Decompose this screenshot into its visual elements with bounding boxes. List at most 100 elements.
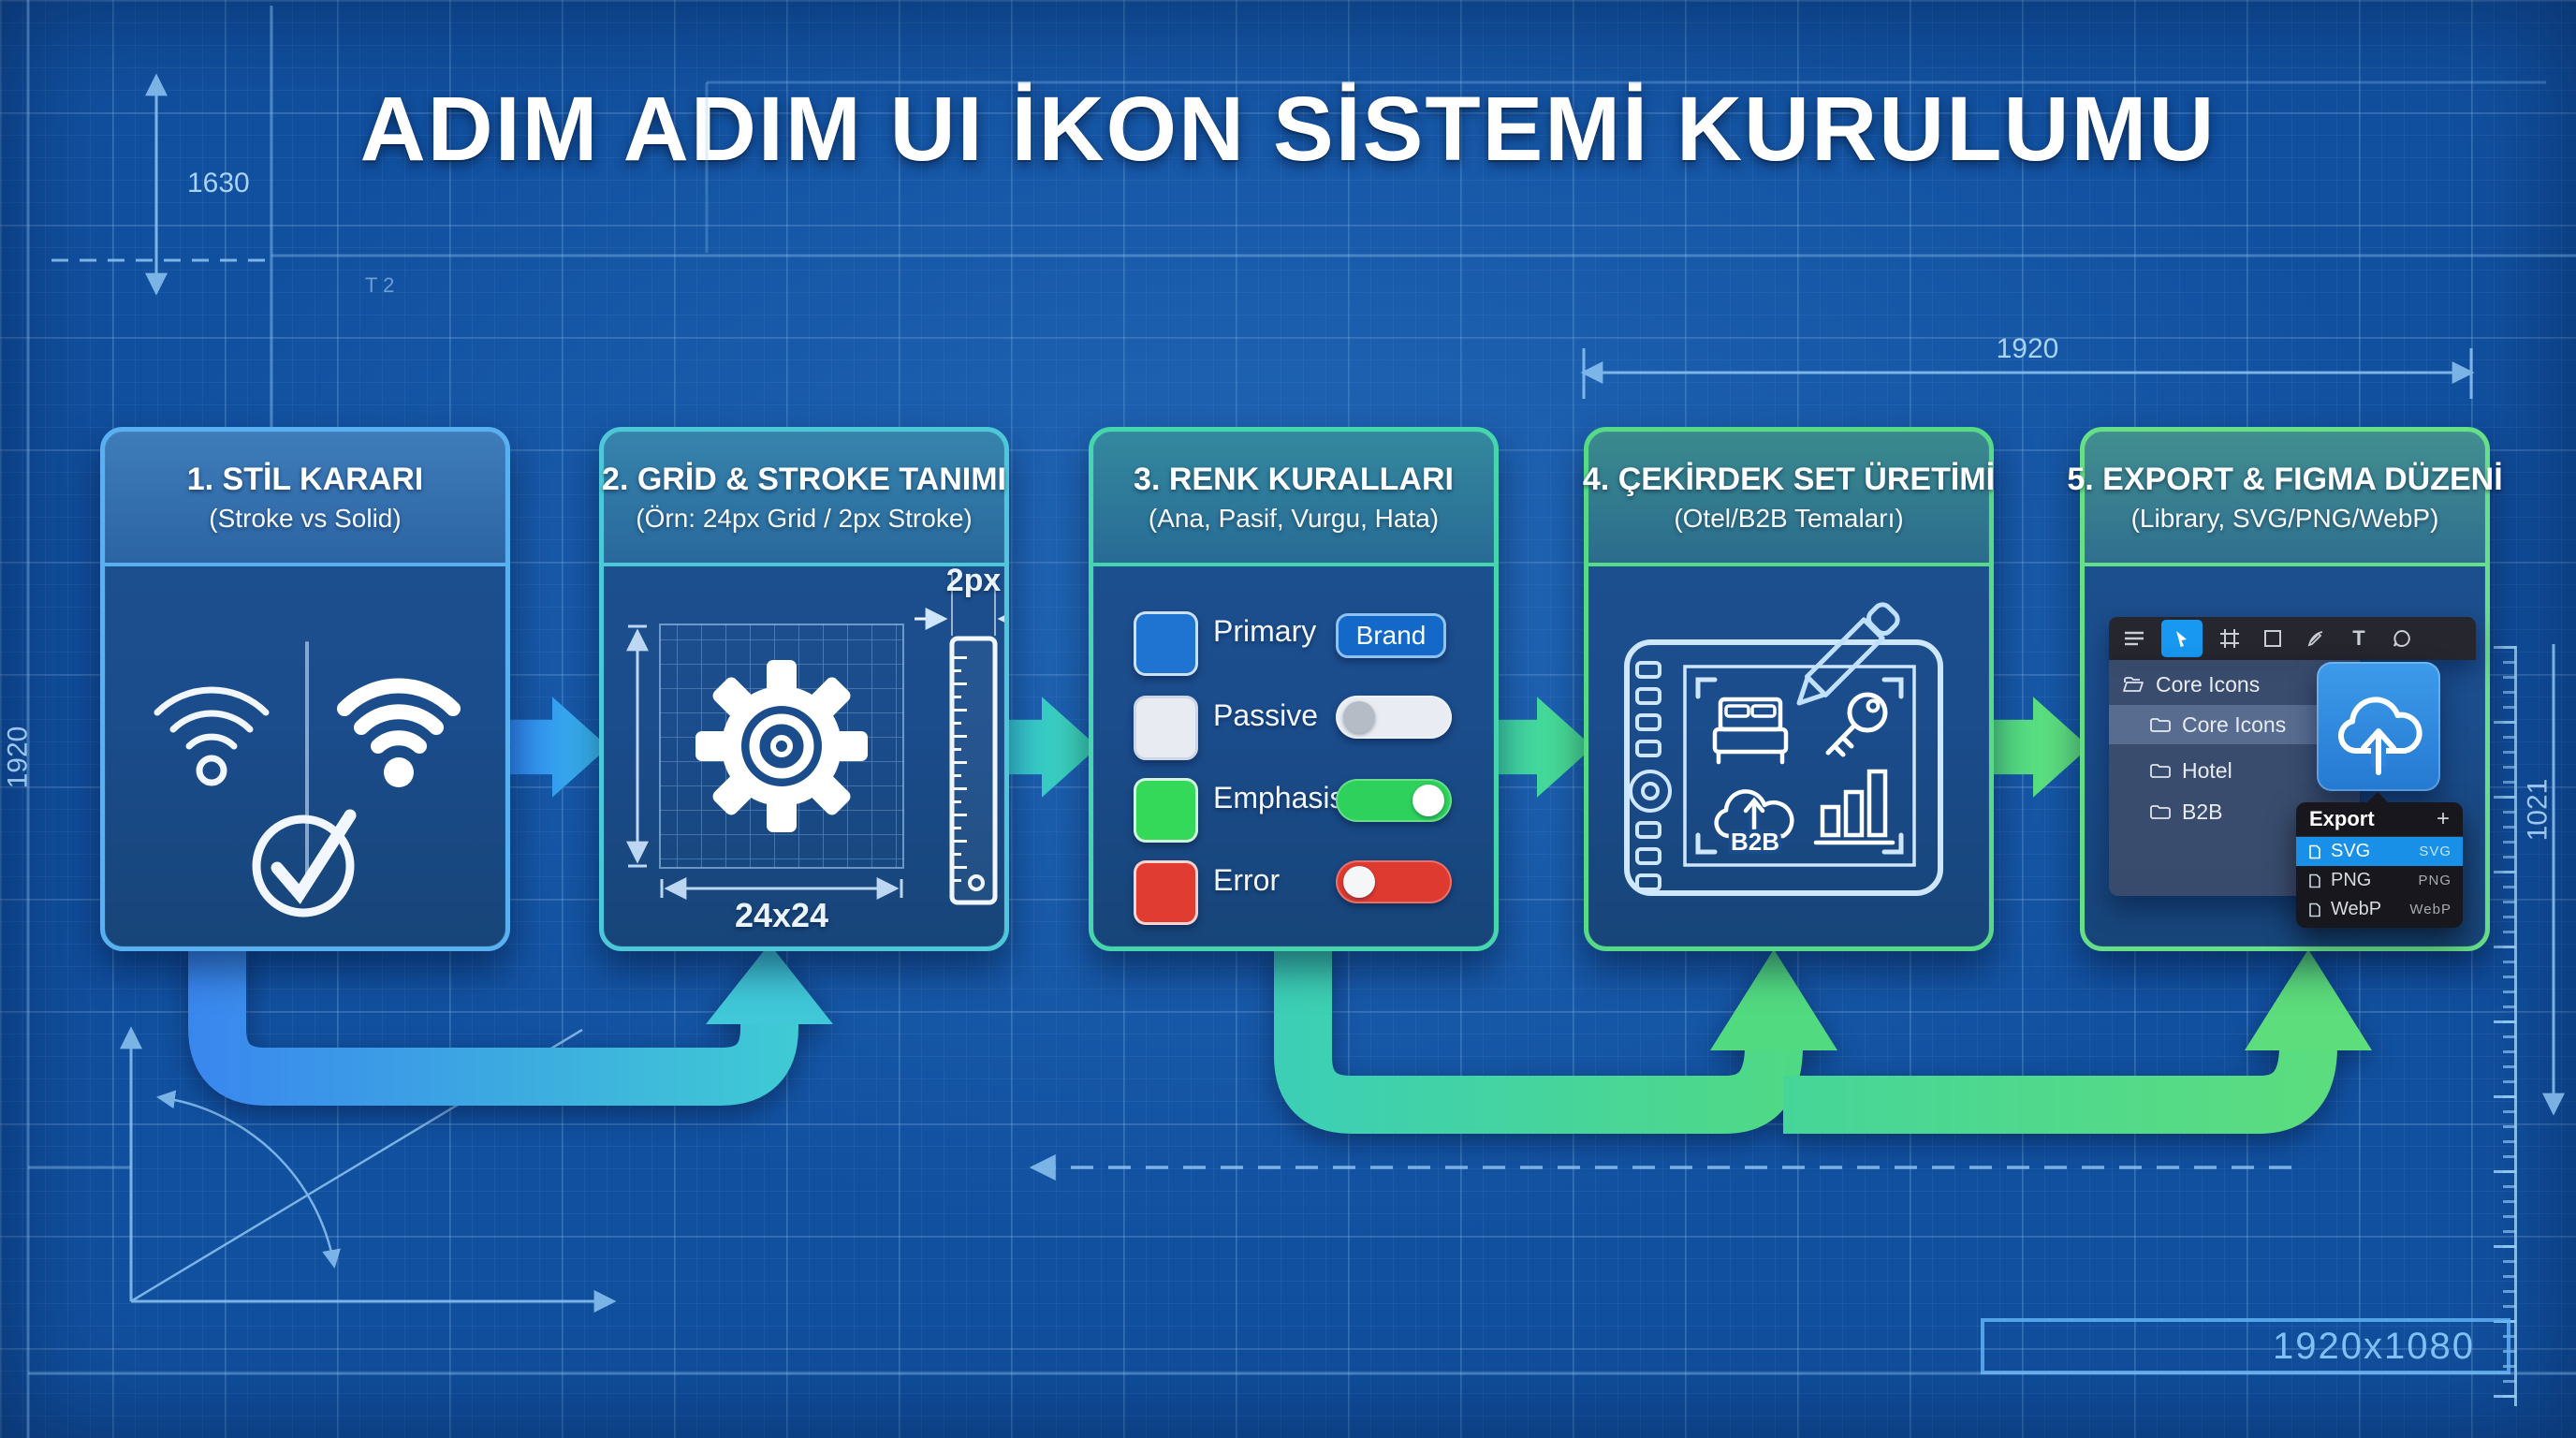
stroke-size-label: 2px xyxy=(945,563,1002,598)
folder-icon xyxy=(2150,804,2171,819)
pen-tool-button[interactable] xyxy=(2304,626,2328,651)
cloud-b2b-icon: B2B xyxy=(1714,789,1794,859)
brand-button-label: Brand xyxy=(1355,621,1427,650)
connector-step4-step5 xyxy=(1783,1045,2337,1134)
export-format-name: SVG xyxy=(2331,841,2371,861)
connector-step3-step4 xyxy=(1274,941,1803,1134)
edge-ruler-line xyxy=(2514,646,2517,1406)
rectangle-icon xyxy=(2264,630,2281,647)
comment-tool-button[interactable] xyxy=(2390,626,2414,651)
layer-row-hotel[interactable]: Hotel xyxy=(2109,752,2360,789)
error-swatch xyxy=(1134,860,1198,925)
file-icon xyxy=(2309,873,2320,888)
frame-tool-button[interactable] xyxy=(2217,626,2242,651)
step2-graphics xyxy=(626,574,1020,905)
layer-label: Hotel xyxy=(2182,757,2232,783)
step2-subtitle: (Örn: 24px Grid / 2px Stroke) xyxy=(636,503,973,533)
canvas-corner-brackets xyxy=(1695,677,1904,855)
step1-title: 1. STİL KARARI xyxy=(186,461,424,497)
step5-card: 5. EXPORT & FIGMA DÜZENİ (Library, SVG/P… xyxy=(2067,427,2503,951)
step4-header: 4. ÇEKİRDEK SET ÜRETİMİ (Otel/B2B Temala… xyxy=(1583,432,1995,566)
page-title: ADIM ADIM UI İKON SİSTEMİ KURULUMU xyxy=(359,78,2217,180)
wifi-solid-icon xyxy=(337,678,461,787)
export-format-ext: WebP xyxy=(2409,902,2452,917)
error-label: Error xyxy=(1213,863,1281,897)
error-toggle-knob xyxy=(1343,866,1375,898)
step3-card: 3. RENK KURALLARI (Ana, Pasif, Vurgu, Ha… xyxy=(1089,427,1499,951)
layer-row-core-icons-root[interactable]: Core Icons xyxy=(2109,666,2360,703)
cloud-upload-icon xyxy=(2338,697,2422,775)
canvas-size-label: 1920x1080 xyxy=(2273,1325,2475,1367)
connector-arrowhead-step2 xyxy=(706,944,833,1024)
export-popup: Export + SVG SVG PNG PNG WebP WebP xyxy=(2296,792,2463,928)
step2-card: 2. GRİD & STROKE TANIMI (Örn: 24px Grid … xyxy=(599,427,1020,951)
primary-swatch xyxy=(1134,611,1198,676)
folder-open-icon xyxy=(2123,677,2144,692)
corner-note: T 2 xyxy=(365,273,394,297)
dim-label-1920-top: 1920 xyxy=(1997,333,2059,364)
menu-icon[interactable] xyxy=(2122,626,2146,651)
grid-height-dimension xyxy=(626,624,649,868)
pen-icon xyxy=(2307,631,2323,647)
passive-label: Passive xyxy=(1213,698,1319,732)
step2-header: 2. GRİD & STROKE TANIMI (Örn: 24px Grid … xyxy=(602,432,1006,566)
file-icon xyxy=(2309,902,2320,917)
step5-subtitle: (Library, SVG/PNG/WebP) xyxy=(2130,503,2439,533)
passive-toggle-knob xyxy=(1343,701,1375,733)
export-row-png[interactable]: PNG PNG xyxy=(2296,866,2463,895)
emphasis-swatch xyxy=(1134,778,1198,843)
folder-icon xyxy=(2150,717,2171,732)
connector-arrowhead-step4 xyxy=(1710,949,1837,1050)
export-row-webp[interactable]: WebP WebP xyxy=(2296,895,2463,924)
dim-label-1630: 1630 xyxy=(187,168,250,198)
shape-tool-button[interactable] xyxy=(2261,626,2285,651)
emphasis-label: Emphasis xyxy=(1213,781,1345,814)
step1-graphics xyxy=(154,641,461,917)
export-format-name: PNG xyxy=(2331,870,2372,890)
drawing-tablet-icon xyxy=(1624,639,1943,896)
grid-width-dimension xyxy=(660,877,903,900)
step4-graphics: B2B xyxy=(1624,602,1943,896)
stroke-ruler xyxy=(915,574,1020,905)
layer-label: B2B xyxy=(2182,799,2223,824)
layer-row-b2b[interactable]: B2B xyxy=(2109,793,2360,830)
primary-label: Primary xyxy=(1213,614,1317,648)
layer-label: Core Icons xyxy=(2156,671,2261,697)
step3-subtitle: (Ana, Pasif, Vurgu, Hata) xyxy=(1148,503,1440,533)
frame-icon xyxy=(2220,629,2239,648)
step3-header: 3. RENK KURALLARI (Ana, Pasif, Vurgu, Ha… xyxy=(1093,432,1494,566)
edge-ruler-ticks-minor xyxy=(2503,646,2516,1406)
step3-title: 3. RENK KURALLARI xyxy=(1134,461,1454,497)
emphasis-toggle[interactable] xyxy=(1336,779,1452,822)
wifi-stroke-icon xyxy=(154,686,270,786)
key-icon xyxy=(1825,692,1888,757)
canvas-size-box: 1920x1080 xyxy=(1981,1318,2510,1374)
step5-header: 5. EXPORT & FIGMA DÜZENİ (Library, SVG/P… xyxy=(2067,432,2503,566)
passive-toggle[interactable] xyxy=(1336,696,1452,739)
file-icon xyxy=(2309,844,2320,858)
stylus-pen-icon xyxy=(1796,602,1900,706)
step4-title: 4. ÇEKİRDEK SET ÜRETİMİ xyxy=(1582,461,1996,497)
brand-button[interactable]: Brand xyxy=(1336,613,1446,658)
step5-title: 5. EXPORT & FIGMA DÜZENİ xyxy=(2067,461,2503,497)
step4-subtitle: (Otel/B2B Temaları) xyxy=(1674,503,1904,533)
gear-icon xyxy=(695,660,868,832)
export-format-name: WebP xyxy=(2331,899,2382,919)
export-title: Export xyxy=(2309,807,2375,830)
add-export-button[interactable]: + xyxy=(2436,806,2450,831)
check-circle-icon xyxy=(252,809,357,917)
text-tool-button[interactable]: T xyxy=(2347,626,2371,651)
step2-title: 2. GRİD & STROKE TANIMI xyxy=(602,461,1006,497)
export-row-svg[interactable]: SVG SVG xyxy=(2296,837,2463,866)
connector-step1-step2 xyxy=(188,941,798,1106)
error-toggle[interactable] xyxy=(1336,860,1452,903)
step4-card: 4. ÇEKİRDEK SET ÜRETİMİ (Otel/B2B Temala… xyxy=(1583,427,1995,951)
figma-toolbar: T xyxy=(2109,617,2476,660)
cloud-upload-tile[interactable] xyxy=(2317,662,2440,791)
emphasis-toggle-knob xyxy=(1412,785,1444,816)
layer-label: Core Icons xyxy=(2182,712,2287,737)
export-format-ext: PNG xyxy=(2418,873,2452,888)
move-tool-button[interactable] xyxy=(2161,620,2203,657)
